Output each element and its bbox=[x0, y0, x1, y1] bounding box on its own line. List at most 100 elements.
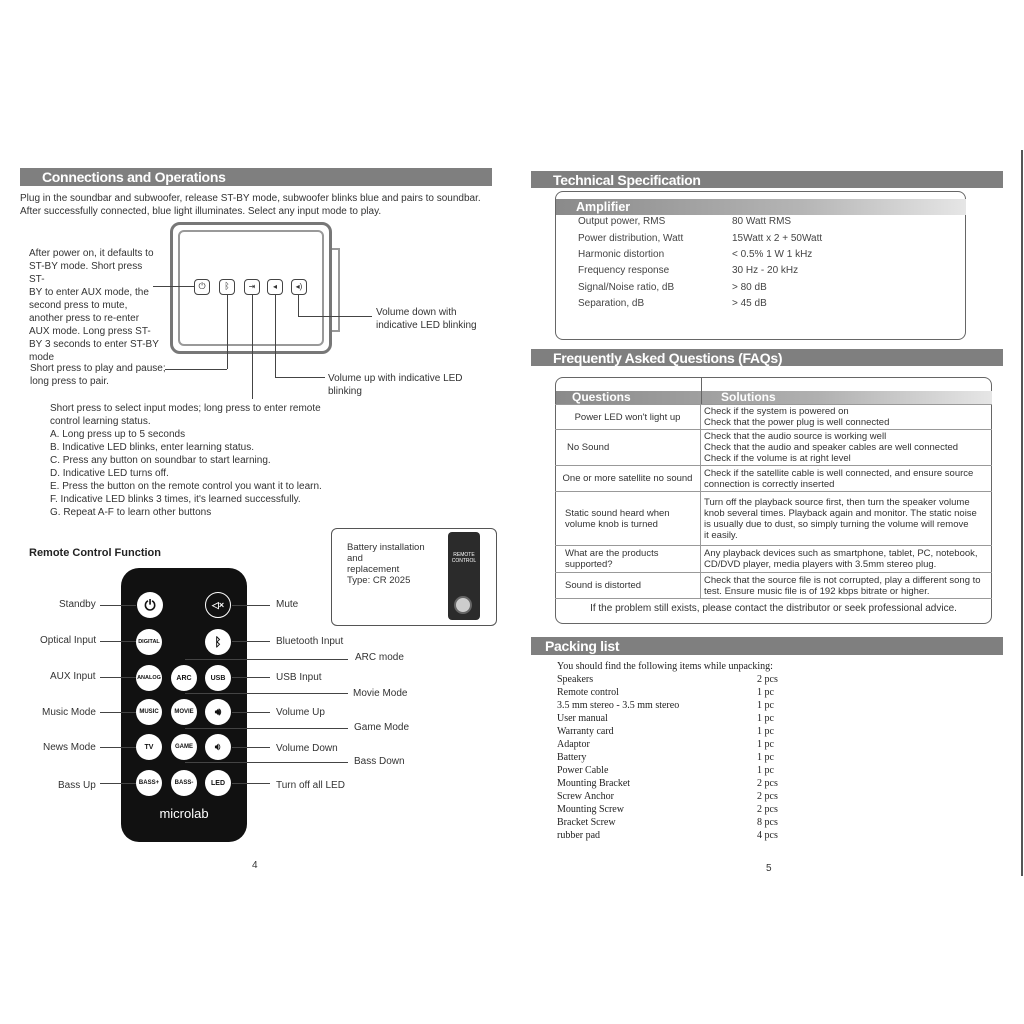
bass-up-button[interactable]: BASS+ bbox=[136, 770, 162, 796]
packing-item: User manual bbox=[557, 713, 608, 724]
packing-qty: 1 pc bbox=[757, 726, 774, 737]
battery-box bbox=[331, 528, 497, 626]
label-bluetooth-input: Bluetooth Input bbox=[276, 636, 344, 647]
spec-header: Technical Specification bbox=[531, 171, 1003, 188]
spec-value-1: 15Watt x 2 + 50Watt bbox=[732, 233, 823, 244]
leader-bt-v bbox=[227, 295, 228, 369]
label-bass-up: Bass Up bbox=[58, 780, 96, 791]
packing-qty: 2 pcs bbox=[757, 804, 778, 815]
amplifier-box bbox=[555, 191, 966, 340]
packing-item: 3.5 mm stereo - 3.5 mm stereo bbox=[557, 700, 680, 711]
spec-value-2: < 0.5% 1 W 1 kHz bbox=[732, 249, 813, 260]
faq-answer: Turn off the playback source first, then… bbox=[700, 491, 992, 546]
faq-row: No Sound Check that the audio source is … bbox=[555, 429, 992, 466]
label-standby: Standby bbox=[59, 599, 96, 610]
leader-led bbox=[232, 783, 270, 784]
led-button[interactable]: LED bbox=[205, 770, 231, 796]
spec-label-1: Power distribution, Watt bbox=[578, 233, 684, 244]
packing-item: Remote control bbox=[557, 687, 619, 698]
faq-col-header-bg bbox=[556, 391, 992, 404]
faq-question: No Sound bbox=[555, 429, 701, 466]
label-volume-up: Volume Up bbox=[276, 707, 325, 718]
volume-up-note: Volume up with indicative LED blinking bbox=[328, 373, 463, 397]
leader-power-h bbox=[153, 286, 194, 287]
packing-qty: 1 pc bbox=[757, 713, 774, 724]
faq-question: Static sound heard when volume knob is t… bbox=[555, 491, 701, 546]
packing-qty: 1 pc bbox=[757, 687, 774, 698]
label-game-mode: Game Mode bbox=[354, 722, 410, 733]
leader-voldown-h bbox=[298, 316, 372, 317]
faq-question: What are the products supported? bbox=[555, 545, 701, 573]
volume-up-button[interactable]: 🔊︎ bbox=[205, 699, 231, 725]
right-page-number: 5 bbox=[766, 863, 772, 874]
faq-questions-header: Questions bbox=[572, 390, 631, 404]
battery-note: Battery installation and replacement Typ… bbox=[347, 542, 425, 586]
standby-button[interactable]: ⏻ bbox=[137, 592, 163, 618]
amplifier-title: Amplifier bbox=[576, 200, 631, 214]
leader-bt-h bbox=[165, 369, 227, 370]
faq-row: Sound is distorted Check that the source… bbox=[555, 572, 992, 599]
leader-usb bbox=[232, 677, 270, 678]
tv-button[interactable]: TV bbox=[136, 734, 162, 760]
packing-item: Speakers bbox=[557, 674, 594, 685]
label-music-mode: Music Mode bbox=[42, 707, 96, 718]
bluetooth-button[interactable]: ᛒ bbox=[205, 629, 231, 655]
leader-input-v bbox=[252, 295, 253, 399]
packing-title: Packing list bbox=[545, 638, 620, 654]
usb-button[interactable]: USB bbox=[205, 665, 231, 691]
battery-coin-icon bbox=[454, 596, 472, 614]
faq-row: Static sound heard when volume knob is t… bbox=[555, 491, 992, 546]
packing-qty: 8 pcs bbox=[757, 817, 778, 828]
faq-row: One or more satellite no sound Check if … bbox=[555, 465, 992, 492]
faq-footer: If the problem still exists, please cont… bbox=[590, 603, 957, 614]
packing-qty: 1 pc bbox=[757, 765, 774, 776]
packing-item: Adaptor bbox=[557, 739, 590, 750]
faq-table: Power LED won't light up Check if the sy… bbox=[555, 404, 992, 599]
faq-row: What are the products supported? Any pla… bbox=[555, 545, 992, 573]
faq-answer: Check if the system is powered on Check … bbox=[700, 404, 992, 430]
panel-bluetooth-button: ᛒ bbox=[219, 279, 235, 295]
label-mute: Mute bbox=[276, 599, 299, 610]
spec-label-3: Frequency response bbox=[578, 265, 670, 276]
faq-answer: Check that the audio source is working w… bbox=[700, 429, 992, 466]
left-page-number: 4 bbox=[252, 860, 258, 871]
digital-button[interactable]: DIGITAL bbox=[136, 629, 162, 655]
label-usb-input: USB Input bbox=[276, 672, 322, 683]
faq-solutions-header: Solutions bbox=[721, 390, 776, 404]
music-button[interactable]: MUSIC bbox=[136, 699, 162, 725]
packing-qty: 1 pc bbox=[757, 700, 774, 711]
packing-item: Power Cable bbox=[557, 765, 609, 776]
volume-down-button[interactable]: 🔉︎ bbox=[205, 734, 231, 760]
faq-answer: Any playback devices such as smartphone,… bbox=[700, 545, 992, 573]
spec-label-5: Separation, dB bbox=[578, 298, 645, 309]
leader-aux bbox=[100, 677, 136, 678]
leader-mute bbox=[232, 605, 270, 606]
spec-value-4: > 80 dB bbox=[732, 282, 767, 293]
remote-brand-logo: microlab bbox=[159, 806, 209, 821]
spec-label-0: Output power, RMS bbox=[578, 216, 666, 227]
panel-input-button: ⇥ bbox=[244, 279, 260, 295]
arc-button[interactable]: ARC bbox=[171, 665, 197, 691]
label-volume-down: Volume Down bbox=[276, 743, 338, 754]
leader-bassup bbox=[100, 783, 136, 784]
battery-remote-label: REMOTE CONTROL bbox=[451, 552, 477, 564]
power-note: After power on, it defaults to ST-BY mod… bbox=[29, 248, 159, 363]
panel-power-button: ⏻ bbox=[194, 279, 210, 295]
amplifier-header bbox=[556, 199, 966, 215]
spec-title: Technical Specification bbox=[553, 172, 701, 188]
packing-qty: 2 pcs bbox=[757, 791, 778, 802]
bass-down-button[interactable]: BASS- bbox=[171, 770, 197, 796]
label-optical-input: Optical Input bbox=[40, 635, 97, 646]
label-movie-mode: Movie Mode bbox=[353, 688, 408, 699]
game-button[interactable]: GAME bbox=[171, 734, 197, 760]
faq-header: Frequently Asked Questions (FAQs) bbox=[531, 349, 1003, 366]
analog-button[interactable]: ANALOG bbox=[136, 665, 162, 691]
panel-volume-up-button: ◂) bbox=[291, 279, 307, 295]
movie-button[interactable]: MOVIE bbox=[171, 699, 197, 725]
packing-qty: 4 pcs bbox=[757, 830, 778, 841]
mute-button[interactable]: ◁× bbox=[205, 592, 231, 618]
label-turn-off-led: Turn off all LED bbox=[276, 780, 345, 791]
connections-title: Connections and Operations bbox=[42, 169, 226, 185]
page-edge-line bbox=[1021, 150, 1023, 876]
faq-row: Power LED won't light up Check if the sy… bbox=[555, 404, 992, 430]
